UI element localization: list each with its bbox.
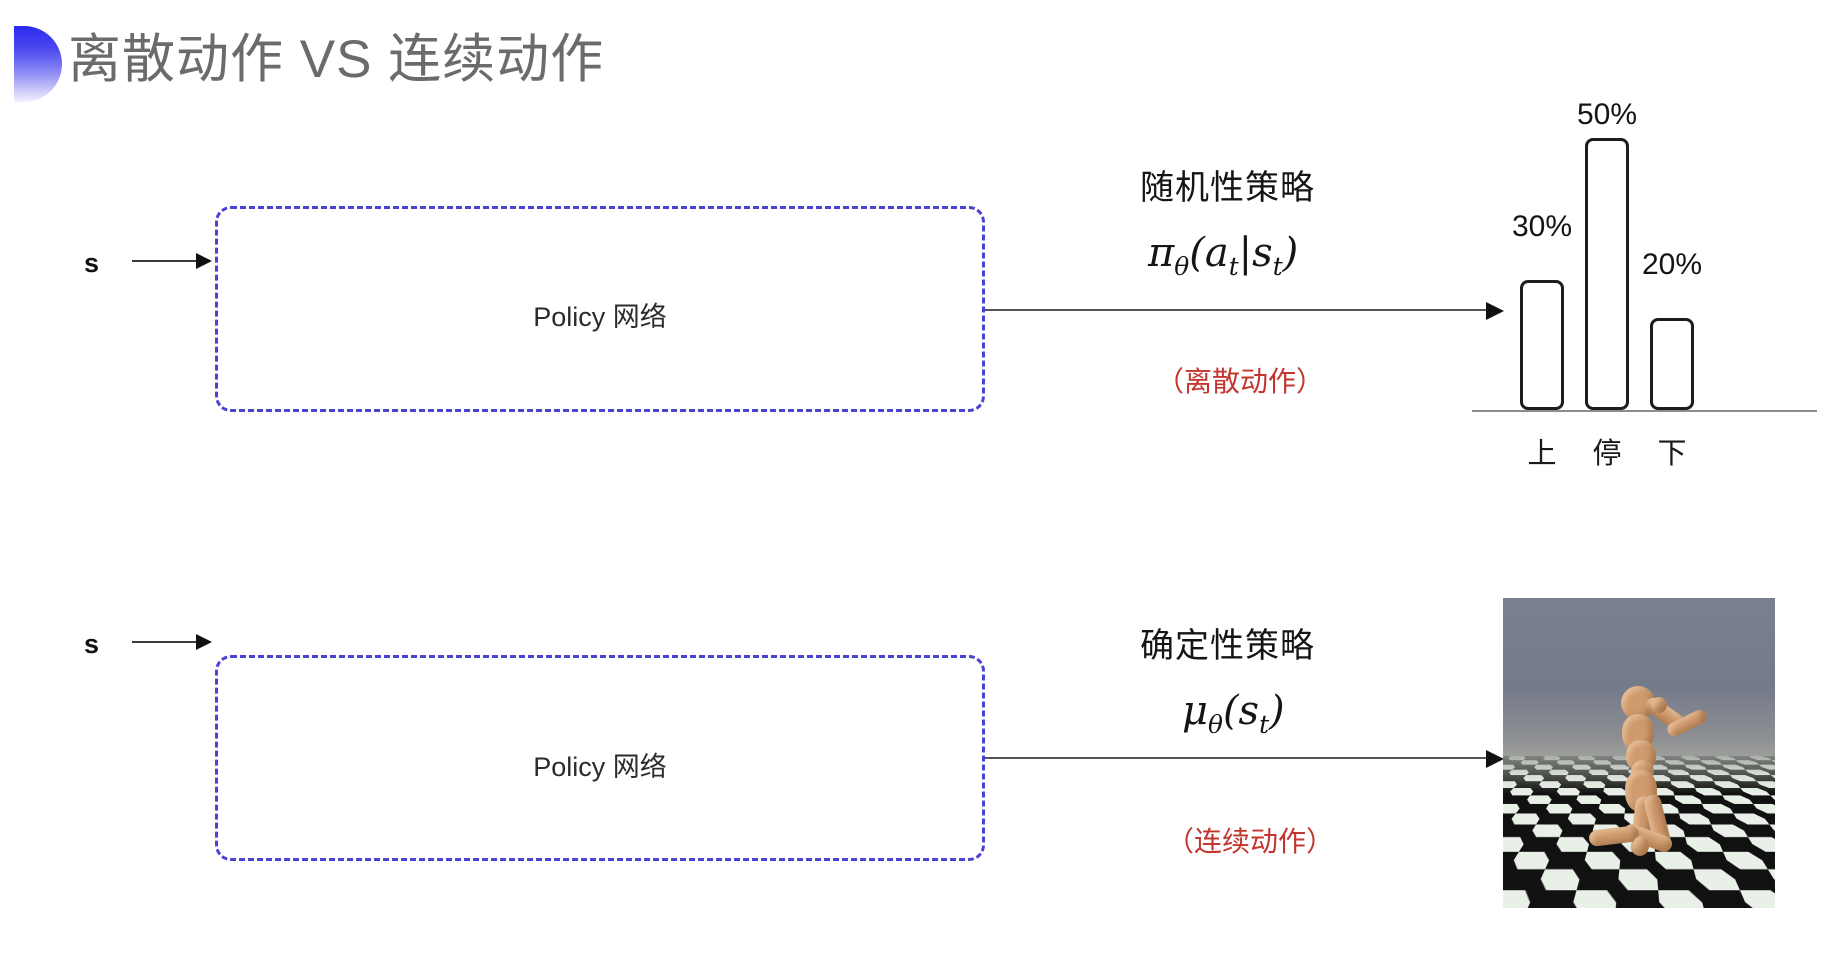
policy-formula-discrete: πθ(at|st) [1148, 230, 1299, 281]
input-arrow-discrete [132, 250, 214, 272]
title-bullet-shape-icon [14, 26, 62, 102]
state-input-label-continuous: s [84, 629, 100, 659]
slide-bottom-edge [0, 960, 1846, 966]
policy-network-label-discrete: Policy 网络 [533, 302, 667, 332]
humanoid-hand [1651, 697, 1667, 713]
mujoco-humanoid-image [1503, 598, 1775, 908]
policy-type-title-discrete: 随机性策略 [1140, 169, 1315, 207]
state-input-label-discrete: s [84, 248, 100, 278]
output-arrow-discrete [985, 300, 1505, 320]
policy-formula-continuous: μθ(st) [1182, 688, 1285, 739]
bar-value-up: 30% [1511, 210, 1573, 243]
policy-network-box-continuous[interactable] [215, 655, 985, 861]
action-probability-bar-chart: 30% 上 50% 停 20% 下 [1460, 98, 1846, 470]
policy-note-continuous: （连续动作） [1166, 826, 1335, 857]
input-arrow-continuous [132, 631, 214, 653]
page-title: 离散动作 VS 连续动作 [68, 30, 605, 89]
bar-down [1650, 318, 1694, 410]
policy-network-box-discrete[interactable] [215, 206, 985, 412]
bar-up [1520, 280, 1564, 410]
bar-value-down: 20% [1641, 248, 1703, 281]
policy-type-title-continuous: 确定性策略 [1140, 627, 1315, 665]
humanoid-foot-back [1633, 836, 1649, 854]
bar-category-up: 上 [1527, 438, 1557, 470]
bar-value-stop: 50% [1576, 98, 1638, 131]
policy-note-discrete: （离散动作） [1156, 366, 1325, 397]
bar-stop [1585, 138, 1629, 410]
bar-category-stop: 停 [1592, 438, 1622, 470]
policy-network-label-continuous: Policy 网络 [533, 752, 667, 782]
chart-baseline-axis [1472, 410, 1817, 412]
output-arrow-continuous [985, 748, 1505, 768]
bar-category-down: 下 [1657, 438, 1687, 470]
